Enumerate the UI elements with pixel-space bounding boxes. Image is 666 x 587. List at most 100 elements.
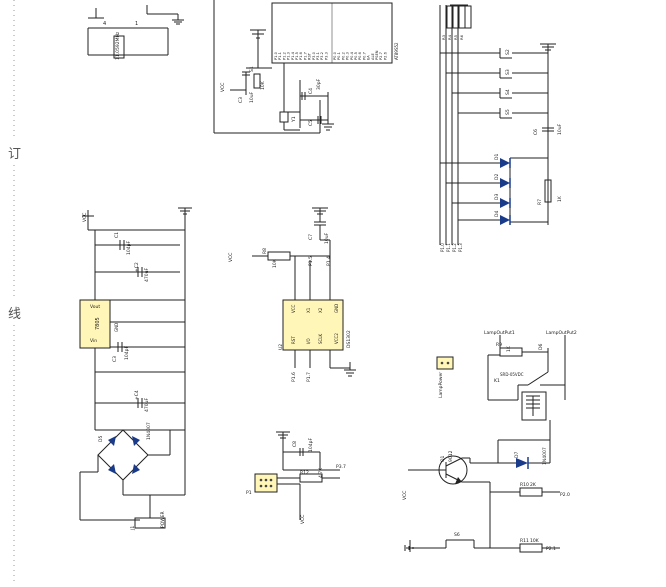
rtc-cap-label: C7 — [308, 234, 314, 240]
rtc-vcc-label: VCC — [228, 253, 234, 262]
ps-jack-name: POWER — [160, 511, 166, 528]
mcu-right-pin-label: P2.6 — [383, 51, 387, 60]
mcu-right-pin-label: P0.7 — [362, 52, 366, 60]
sensor-section — [270, 431, 340, 520]
mcu-left-pin-label: P1.3 — [287, 52, 291, 60]
relay-lamp-out2-label: LampOutPut2 — [546, 330, 577, 336]
mcu-right-pin-label: PSEN — [375, 50, 379, 60]
led-diodes — [500, 158, 510, 225]
ps-reg-gnd-label: GND — [114, 323, 119, 332]
key-r7-label: R7 — [537, 199, 543, 205]
mcu-left-pin-label: P1.1 — [278, 52, 282, 60]
mcu-left-pin-label: P3.3 — [324, 52, 328, 60]
osc-c4-label: C4 — [308, 88, 314, 94]
reset-resistor-value: 10K — [260, 80, 266, 90]
relay-d6-label: D6 — [538, 344, 544, 350]
rtc-port-label: P1.7 — [306, 372, 312, 382]
margin-xian-char: 线 — [8, 307, 21, 322]
mcu-right-pin-label: P2.7 — [379, 52, 383, 60]
rtc-resistor-label: R8 — [262, 248, 268, 254]
mcu-right-pin-label: P0.4 — [350, 51, 354, 60]
rtc-chip-body — [282, 299, 344, 351]
margin-ding-char: 订 — [8, 147, 21, 162]
ps-c2-label: +C2 — [134, 262, 140, 272]
key-resistor-label: R6 — [459, 34, 464, 40]
relay-transistor-label: Q1 — [440, 455, 446, 462]
key-cap-label: C6 — [533, 129, 539, 135]
key-resistor-label: R3 — [441, 34, 446, 40]
led-d1-icon — [500, 158, 510, 168]
mcu-chip-label: AT89S52 — [394, 42, 399, 60]
rtc-port-label: P1.5 — [308, 256, 314, 266]
reset-vcc-label: VCC — [220, 83, 226, 92]
relay-diode-label: D7 — [514, 452, 520, 458]
ps-c2-value: 470uF — [144, 268, 150, 282]
mcu-left-pin-label: P1.6 — [299, 51, 303, 60]
rtc-port-label: P1.4 — [326, 256, 332, 266]
rtc-pin-label: X1 — [306, 307, 311, 313]
mcu-right-pin-label: ALE — [371, 53, 375, 60]
sensor-cap-value: 104pF — [308, 438, 314, 452]
key-cap-value: 10uF — [557, 123, 563, 135]
key-switch-label: S5 — [505, 109, 511, 115]
relay-transistor-part: 9012 — [448, 450, 454, 462]
mcu-right-pin-label: P0.0 — [333, 51, 337, 60]
mcu-right-pin-label: EA — [367, 55, 371, 60]
mcu-left-pin-label: P3.2 — [320, 52, 324, 60]
osc-crystal-label: Y1 — [291, 116, 297, 123]
crystal-pin4-label: 4 — [103, 21, 106, 27]
ps-c3-value: 104pF — [124, 346, 130, 360]
crystal-frequency-label: 11.0592MHz — [115, 31, 121, 60]
led-d3-icon — [500, 198, 510, 208]
sensor-connector-body — [254, 473, 278, 493]
key-led-label: D1 — [494, 154, 500, 160]
mcu-left-pin-label: P3.1 — [316, 52, 320, 60]
key-resistor-label: R5 — [453, 34, 458, 40]
led-d2-icon — [500, 178, 510, 188]
mcu-right-pin-label: P0.5 — [354, 52, 358, 60]
ps-c1-value: 104pF — [126, 241, 132, 255]
mcu-left-pin-label: P1.5 — [295, 52, 299, 60]
bridge-diodes — [108, 436, 140, 474]
key-port-label: P1.2 — [452, 243, 457, 252]
reset-c3-label: C3 — [238, 97, 244, 103]
rtc-pin-label: X2 — [318, 307, 323, 313]
rtc-port-label: P1.6 — [291, 372, 297, 382]
key-switch-label: S4 — [505, 89, 511, 95]
relay-base-label: VCC — [402, 491, 408, 500]
key-switch-label: S2 — [505, 49, 511, 55]
sensor-port-label: P3.7 — [336, 464, 346, 470]
crystal-oscillator-section — [87, 5, 184, 59]
key-led-section — [439, 4, 556, 245]
mcu-right-pin-label: P0.6 — [358, 51, 362, 60]
mcu-wiring — [213, 0, 334, 134]
relay-p2-label: P2.0 — [560, 492, 570, 498]
mcu-left-pin-label: RST — [308, 52, 312, 60]
relay-r11-value: 10K — [530, 538, 540, 544]
sensor-conn-label: P1 — [246, 490, 252, 496]
relay-diode-part: 1N4007 — [542, 447, 548, 465]
relay-r10-label: R10 — [520, 482, 529, 488]
rtc-pin-label: VCC2 — [334, 333, 339, 344]
ps-regulator-label: 7805 — [95, 317, 101, 330]
relay-section — [404, 335, 566, 553]
key-led-label: D4 — [494, 211, 500, 217]
sensor-cap-label: C8 — [292, 441, 298, 447]
crystal-pin1-label: 1 — [135, 21, 138, 27]
ps-bridge-part: 1N4007 — [146, 422, 152, 440]
rtc-port-labels: P1.4 P1.5P1.6 P1.7 — [291, 256, 332, 382]
bridge-diode-3-icon — [108, 464, 116, 474]
ps-c1-label: C1 — [114, 232, 120, 238]
mcu-left-pin-label: P1.0 — [274, 51, 278, 60]
ps-jack-label: J1 — [130, 526, 136, 531]
lamp-power-connector — [436, 356, 454, 370]
mcu-left-pin-label: P1.7 — [303, 52, 307, 60]
sensor-resistor-value: 4.7K — [318, 467, 324, 478]
